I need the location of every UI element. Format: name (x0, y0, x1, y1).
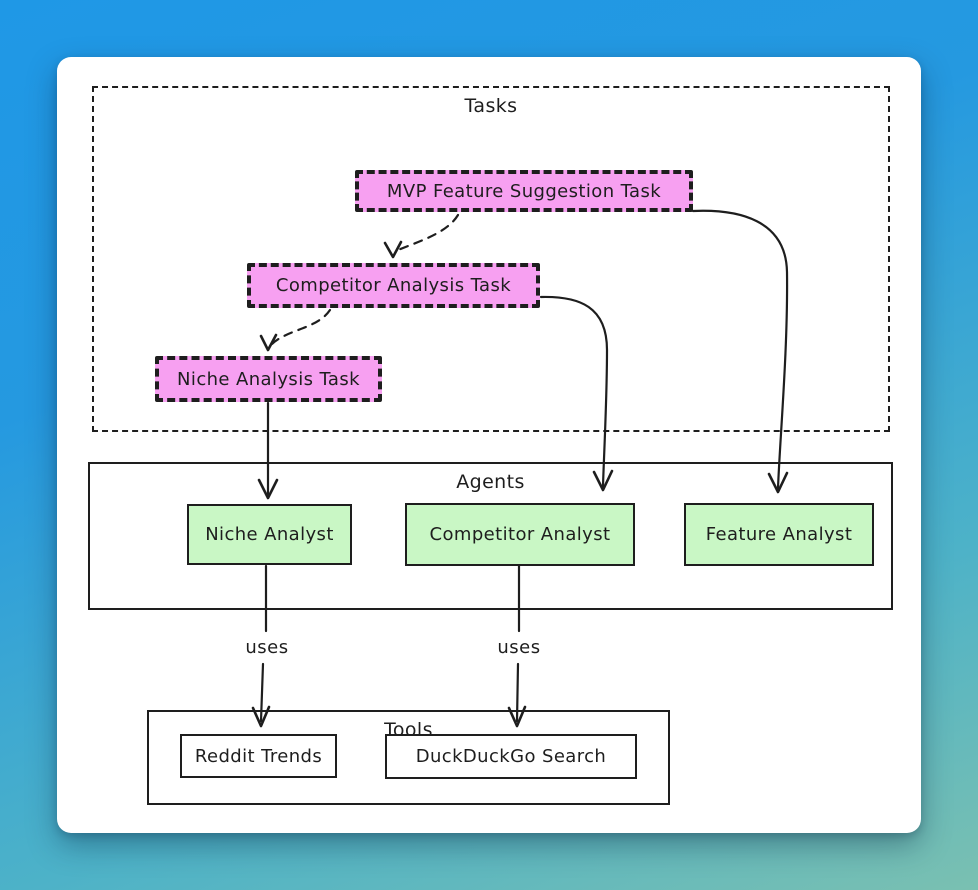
tool-node-reddit-trends[interactable]: Reddit Trends (180, 734, 337, 778)
tool-node-duckduckgo-search[interactable]: DuckDuckGo Search (385, 734, 637, 779)
agents-group-frame[interactable]: Agents (88, 462, 893, 610)
agent-node-niche-analyst[interactable]: Niche Analyst (187, 504, 352, 565)
edge-label-uses-right: uses (484, 637, 554, 661)
edge-label-uses-left: uses (232, 637, 302, 661)
task-node-competitor-analysis[interactable]: Competitor Analysis Task (247, 263, 540, 308)
task-node-niche-analysis[interactable]: Niche Analysis Task (155, 356, 382, 402)
tasks-group-frame[interactable]: Tasks (92, 86, 890, 432)
tasks-group-label: Tasks (464, 95, 518, 117)
agent-node-feature-analyst[interactable]: Feature Analyst (684, 503, 874, 566)
agents-group-label: Agents (456, 471, 525, 493)
agent-node-competitor-analyst[interactable]: Competitor Analyst (405, 503, 635, 566)
diagram-canvas: Tasks Agents Tools (57, 57, 921, 833)
task-node-mvp-feature-suggestion[interactable]: MVP Feature Suggestion Task (355, 170, 693, 212)
